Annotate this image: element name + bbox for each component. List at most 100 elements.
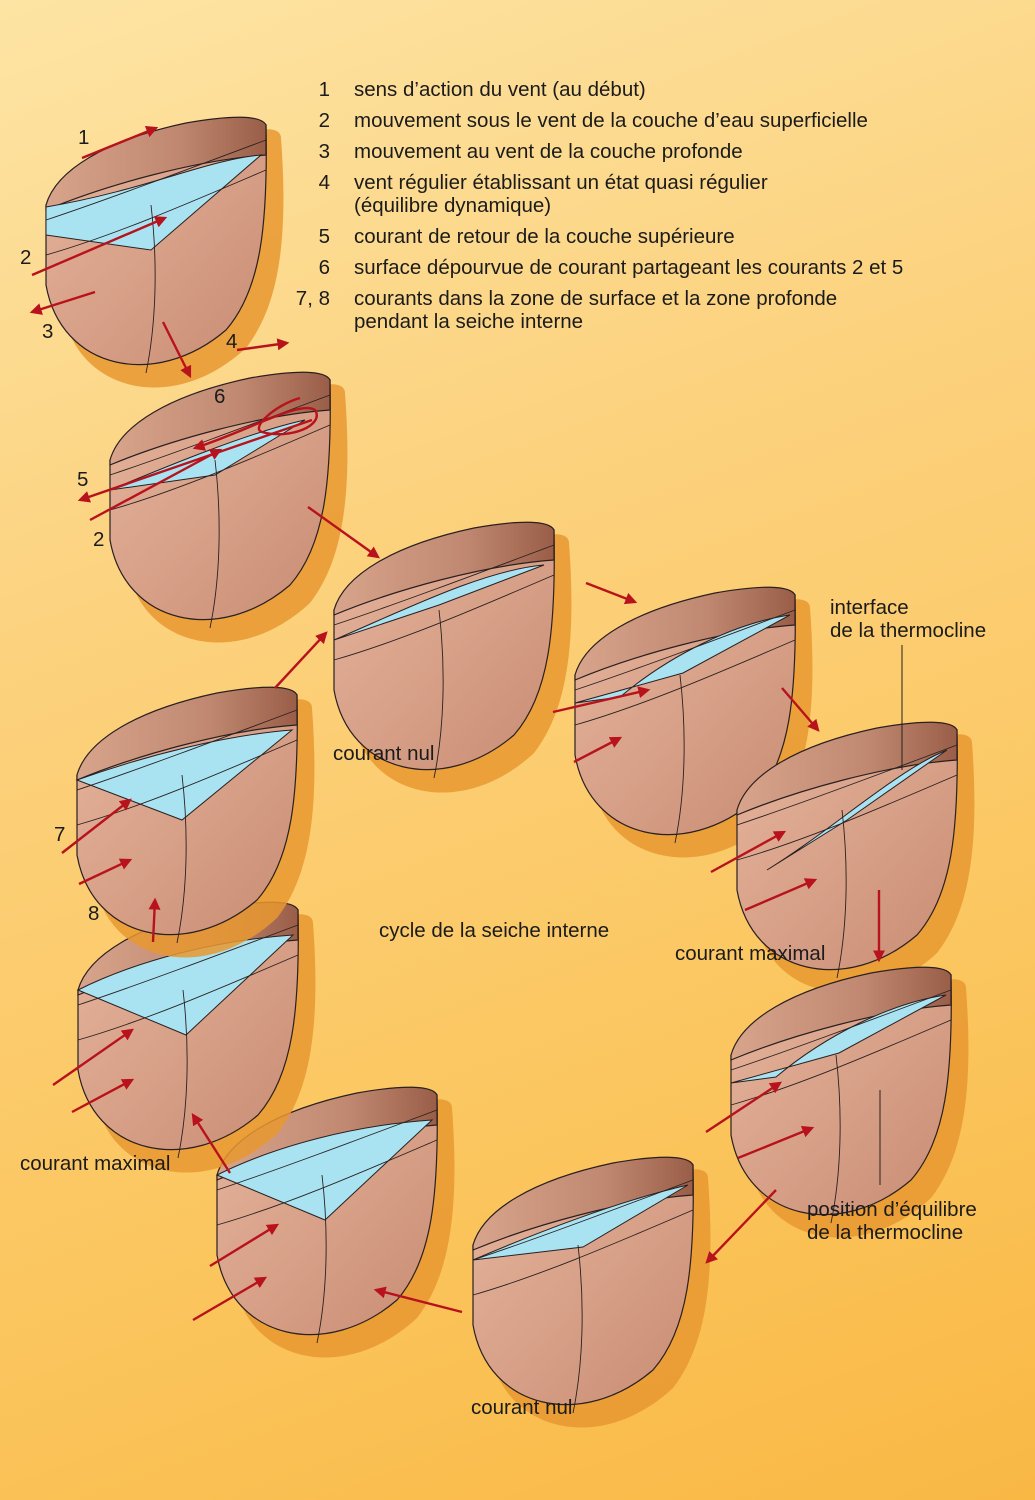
legend-item: 6 surface dépourvue de courant partagean… xyxy=(286,256,1026,279)
legend-item: 3 mouvement au vent de la couche profond… xyxy=(286,140,1026,163)
water-layer xyxy=(766,749,948,871)
water-layer xyxy=(45,154,263,251)
layer-line xyxy=(45,169,267,256)
legend-text: mouvement au vent de la couche profonde xyxy=(354,140,743,163)
current-arrow xyxy=(81,126,159,160)
basin-rim xyxy=(45,116,267,211)
label-courant-maximal: courant maximal xyxy=(675,942,826,965)
legend-item: 2 mouvement sous le vent de la couche d’… xyxy=(286,109,1026,132)
legend-text: sens d’action du vent (au début) xyxy=(354,78,646,101)
section-line xyxy=(572,1244,583,1414)
legend-number: 4 xyxy=(318,171,330,194)
legend-number: 6 xyxy=(318,256,330,279)
basin-model xyxy=(730,966,969,1238)
basin-body xyxy=(736,729,958,971)
current-arrow xyxy=(737,1126,815,1160)
section-line xyxy=(316,1174,327,1344)
legend-number: 1 xyxy=(318,78,330,101)
water-layer xyxy=(75,729,294,821)
section-line xyxy=(674,674,685,844)
label-courant-nul: courant nul xyxy=(471,1396,573,1419)
legend-text: mouvement sous le vent de la couche d’ea… xyxy=(354,109,868,132)
basin-model xyxy=(333,521,572,793)
basin-rim xyxy=(109,371,331,466)
legend-item: 1 sens d’action du vent (au début) xyxy=(286,78,1026,101)
legend: 1 sens d’action du vent (au début) 2 mou… xyxy=(286,78,1026,341)
current-arrow xyxy=(573,736,623,764)
label-courant-maximal: courant maximal xyxy=(20,1152,171,1175)
basin-model xyxy=(45,116,284,388)
section-line xyxy=(145,204,156,374)
current-arrow xyxy=(71,1078,135,1114)
label-courant-nul: courant nul xyxy=(333,742,435,765)
current-arrow xyxy=(52,1028,134,1086)
legend-item: 7, 8 courants dans la zone de surface et… xyxy=(286,287,1026,333)
layer-line xyxy=(109,424,331,511)
layer-line xyxy=(76,739,298,826)
layer-line xyxy=(574,639,796,726)
label-number-6: 6 xyxy=(214,385,226,408)
current-arrow xyxy=(191,1112,232,1174)
label-interface-thermocline: interface de la thermocline xyxy=(830,596,987,642)
current-arrow xyxy=(31,216,168,277)
layer-line xyxy=(574,609,796,691)
layer-line xyxy=(76,709,298,791)
current-arrow xyxy=(307,506,380,559)
label-number-2b: 2 xyxy=(93,528,105,551)
layer-line xyxy=(736,774,958,861)
layer-line xyxy=(472,1179,694,1261)
legend-number: 5 xyxy=(318,225,330,248)
section-line xyxy=(830,1054,841,1224)
layer-line xyxy=(77,924,299,1006)
section-line xyxy=(177,989,188,1159)
current-arrow xyxy=(148,897,161,943)
water-layer xyxy=(730,994,947,1084)
basin-model xyxy=(472,1156,711,1428)
current-arrow xyxy=(705,1081,783,1134)
basin-body xyxy=(730,974,952,1216)
current-arrow xyxy=(78,858,133,886)
legend-number: 2 xyxy=(318,109,330,132)
legend-item: 4 vent régulier établissant un état quas… xyxy=(286,171,1026,217)
label-number-7: 7 xyxy=(54,823,66,846)
current-arrow xyxy=(710,830,787,874)
label-number-4: 4 xyxy=(226,330,238,353)
section-line xyxy=(209,459,220,629)
layer-line xyxy=(333,544,555,626)
legend-number: 3 xyxy=(318,140,330,163)
label-cycle: cycle de la seiche interne xyxy=(379,919,610,942)
label-number-8: 8 xyxy=(88,902,100,925)
layer-line xyxy=(216,1139,438,1226)
loop-arrow xyxy=(192,396,318,451)
legend-text: courants dans la zone de surface et la z… xyxy=(354,287,838,333)
section-line xyxy=(836,809,847,979)
label-equilibre-thermocline: position d’équilibre de la thermocline xyxy=(807,1198,977,1244)
current-arrow xyxy=(585,581,638,605)
layer-line xyxy=(736,744,958,826)
label-number-1: 1 xyxy=(78,126,90,149)
label-number-3: 3 xyxy=(42,320,54,343)
legend-text: courant de retour de la couche supérieur… xyxy=(354,225,735,248)
basin-rim xyxy=(574,586,796,681)
layer-line xyxy=(45,139,267,221)
layer-line xyxy=(109,394,331,476)
layer-line xyxy=(77,954,299,1041)
section-line xyxy=(433,609,444,779)
current-arrow xyxy=(236,338,290,352)
basin-rim xyxy=(472,1156,694,1251)
current-arrow xyxy=(744,878,818,912)
current-arrow xyxy=(192,1276,268,1322)
current-arrow xyxy=(781,687,820,732)
legend-number: 7, 8 xyxy=(295,287,330,310)
current-arrow xyxy=(29,290,96,315)
layer-line xyxy=(472,1209,694,1296)
layer-line xyxy=(730,989,952,1071)
current-arrow xyxy=(705,1189,777,1264)
legend-text: vent régulier établissant un état quasi … xyxy=(354,171,768,217)
layer-line xyxy=(333,574,555,661)
water-layer xyxy=(333,564,545,641)
current-arrow xyxy=(61,798,132,854)
legend-item: 5 courant de retour de la couche supérie… xyxy=(286,225,1026,248)
basin-rim xyxy=(333,521,555,616)
